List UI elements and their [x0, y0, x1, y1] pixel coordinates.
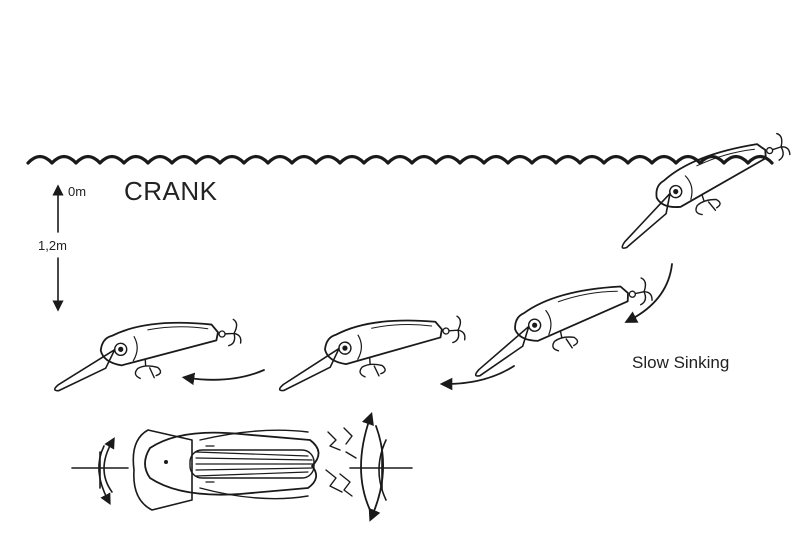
wobble-arc-left-up	[103, 437, 115, 493]
action-label: Slow Sinking	[632, 353, 730, 372]
motion-arrow-3	[181, 369, 265, 386]
depth-bottom-label: 1,2m	[38, 238, 67, 253]
water-turbulence	[325, 427, 357, 497]
lure-descending	[462, 275, 662, 378]
lure-type-title: CRANK	[124, 176, 218, 206]
wobble-arc-right-up	[360, 412, 374, 511]
lure-top-view	[132, 429, 320, 511]
wobble-arc-right-down	[368, 425, 384, 522]
wobble-arc-left-down	[98, 445, 111, 505]
depth-top-label: 0m	[68, 184, 87, 199]
lure-mid	[274, 314, 469, 392]
motion-arrow-2	[439, 365, 515, 391]
motion-arrow-1	[624, 263, 673, 323]
lure-surface	[602, 130, 800, 250]
water-surface-wave	[26, 154, 774, 165]
